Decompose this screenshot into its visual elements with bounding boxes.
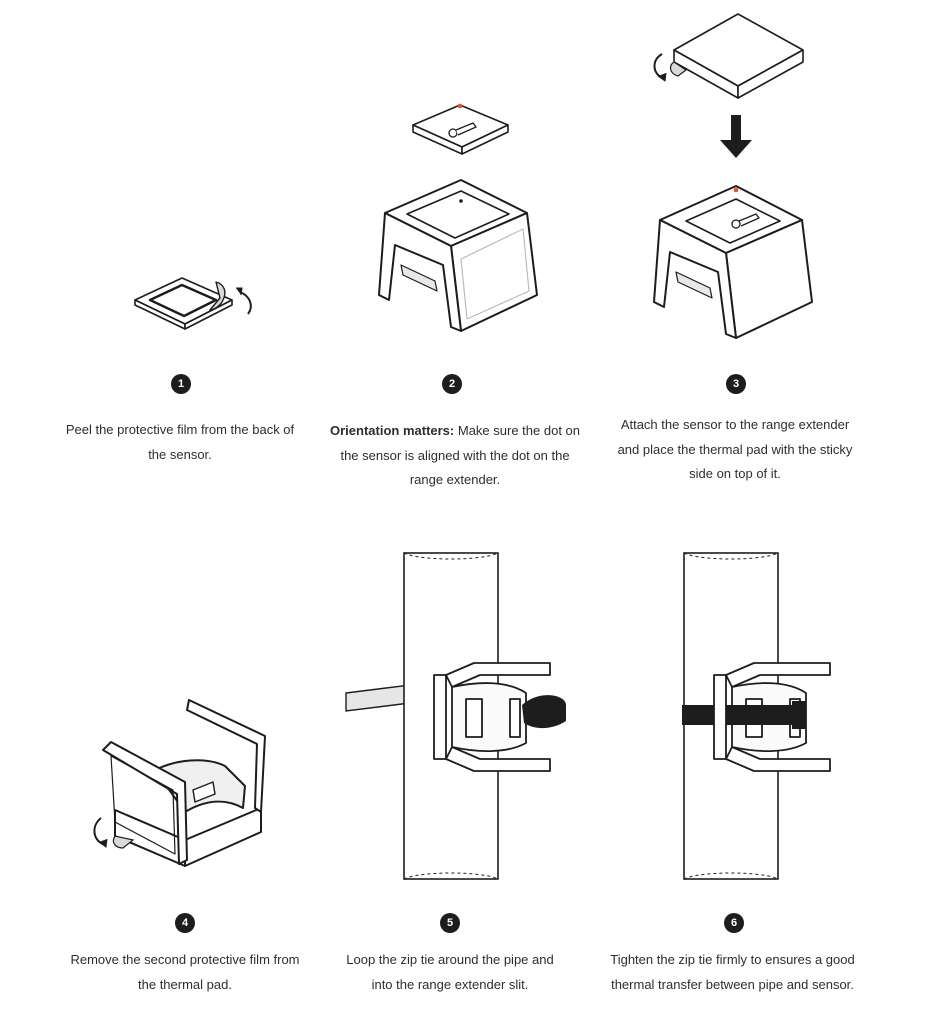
step-2-caption: Orientation matters: Make sure the dot o… [330,419,580,493]
step-4-caption: Remove the second protective film from t… [65,948,305,997]
zip-tie-head [792,701,806,729]
step-6-caption: Tighten the zip tie firmly to ensures a … [595,948,870,997]
step-3-caption: Attach the sensor to the range extender … [615,413,855,487]
thermometer-icon [448,122,477,138]
zip-tie-icon [732,705,804,725]
step-6-badge: 6 [724,913,744,933]
thermometer-icon [731,213,760,229]
step-4-illustration [93,699,266,867]
step-2-caption-text: Make sure the dot on the sensor is align… [340,423,581,487]
step-3-badge: 3 [726,374,746,394]
range-extender-icon [653,185,813,339]
zip-tie-icon [522,695,566,729]
step-2-caption-bold: Orientation matters: [330,423,455,438]
range-extender-icon [378,179,538,332]
rotate-arrow-icon [236,287,252,315]
sensor-icon [412,103,509,155]
step-5-caption: Loop the zip tie around the pipe and int… [335,948,565,997]
step-3-illustration [653,13,813,339]
step-5-caption-text: Loop the zip tie around the pipe and int… [346,952,554,992]
range-extender-icon [433,662,551,772]
step-6-caption-text: Tighten the zip tie firmly to ensures a … [610,952,855,992]
step-5-badge: 5 [440,913,460,933]
step-5-illustration [345,552,566,880]
step-2-illustration [378,103,538,332]
thermal-pad-film [112,835,135,849]
step-6-illustration [682,552,831,880]
range-extender-icon [102,699,266,867]
step-1-illustration [134,277,252,330]
down-arrow-icon [720,115,752,158]
step-3-caption-text: Attach the sensor to the range extender … [617,417,853,481]
step-4-badge: 4 [175,913,195,933]
step-1-caption-text: Peel the protective film from the back o… [65,422,295,462]
rotate-arrow-icon [653,53,667,82]
step-1-badge: 1 [171,374,191,394]
thermal-pad-icon [669,13,804,99]
step-1-caption: Peel the protective film from the back o… [60,418,300,467]
rotate-arrow-icon [93,817,108,848]
step-2-badge: 2 [442,374,462,394]
step-4-caption-text: Remove the second protective film from t… [70,952,300,992]
sensor-icon [134,277,233,330]
zip-tie-icon [345,684,411,712]
